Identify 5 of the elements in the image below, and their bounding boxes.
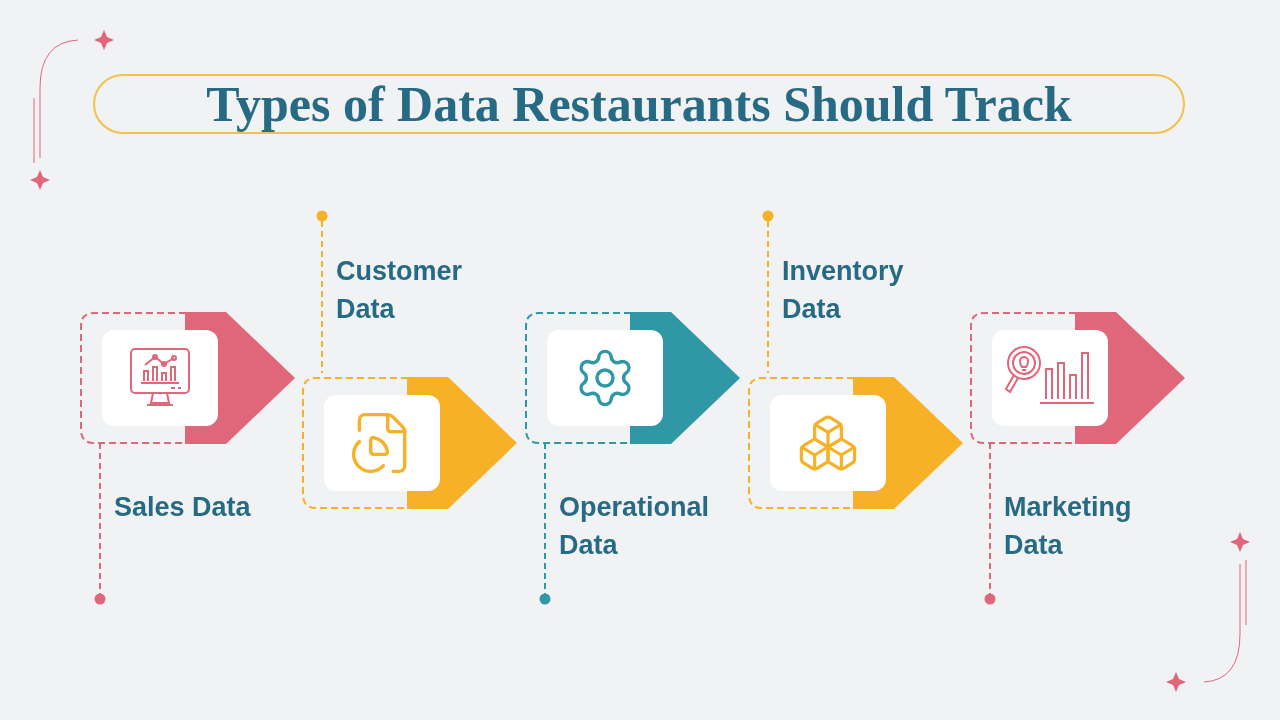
step-label: Customer Data bbox=[336, 255, 464, 326]
step-label: Sales Data bbox=[114, 491, 252, 524]
step-label: Inventory Data bbox=[782, 255, 905, 326]
step-label: Marketing Data bbox=[1004, 491, 1133, 562]
step-label: Operational Data bbox=[559, 491, 711, 562]
